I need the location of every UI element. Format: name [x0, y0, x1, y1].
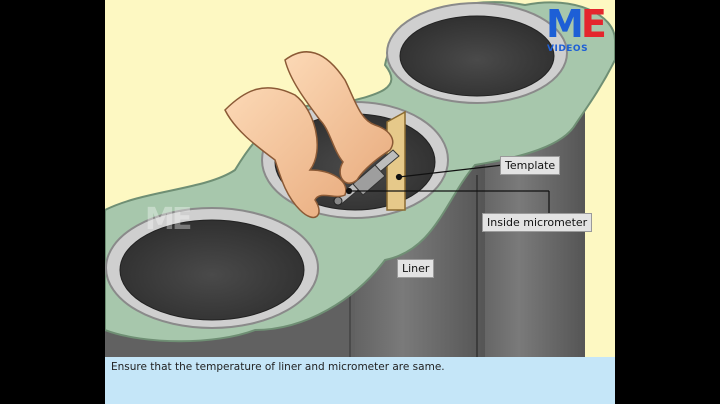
caption-text: Ensure that the temperature of liner and…: [111, 361, 445, 373]
me-videos-logo: ME VIDEOS: [546, 2, 607, 54]
diagram-stage: Template Inside micrometer Liner ME ME V…: [105, 0, 615, 404]
label-inside-micrometer: Inside micrometer: [482, 213, 593, 232]
label-template: Template: [500, 156, 561, 175]
bore-right: [399, 15, 555, 97]
right-hand: [284, 51, 394, 184]
leader-lines: [345, 164, 550, 213]
watermark: ME: [145, 202, 192, 237]
bore-left: [119, 219, 305, 321]
label-liner: Liner: [397, 259, 435, 278]
caption-bar: Ensure that the temperature of liner and…: [105, 357, 615, 404]
engine-block-illustration: [105, 1, 615, 357]
left-hand: [224, 87, 347, 219]
